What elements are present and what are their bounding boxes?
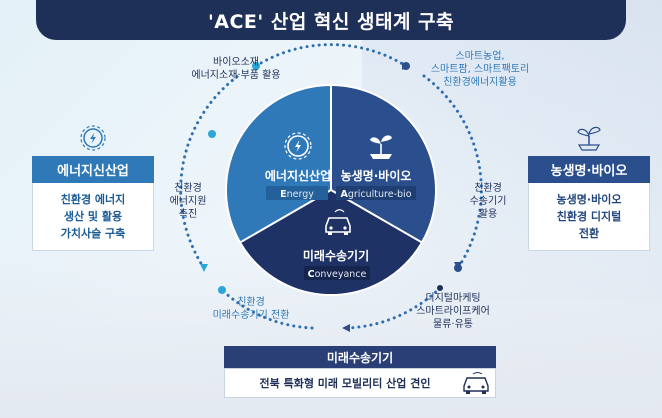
agri-title: 농생명·바이오 (341, 168, 412, 183)
energy-title: 에너지신산업 (265, 168, 331, 183)
agri-box-icon-wrap (528, 124, 650, 152)
orbit-arc-top (254, 43, 408, 68)
segment-energy (225, 84, 331, 243)
convey-box-text: 전북 특화형 미래 모빌리티 산업 견인 (259, 377, 431, 390)
energy-box-body: 친환경 에너지 생산 및 활용 가치사슬 구축 (32, 183, 154, 251)
orbit-arc-bottom-left (220, 288, 314, 330)
agri-box-line: 농생명·바이오 (556, 193, 622, 206)
annotation-bottom-right: 디지털마케팅 스마트라이프케어 물류·유통 (398, 292, 508, 331)
annotation-line: 스마트농업, (455, 51, 505, 62)
energy-box-heading: 에너지신산업 (32, 156, 154, 183)
agri-box-line: 전환 (578, 227, 600, 240)
convey-sub-bg (304, 266, 370, 280)
arrow-icon (402, 62, 410, 70)
annotation-mid-left: 친환경 에너지원 촉진 (164, 182, 212, 221)
annotation-line: 친환경 (237, 297, 265, 308)
convey-title: 미래수송기기 (303, 248, 369, 263)
orbit-dot (218, 286, 226, 294)
orbit-arc-right (422, 74, 483, 270)
annotation-line: 친환경에너지활용 (443, 77, 517, 88)
arrow-icon (342, 324, 350, 332)
agri-sub-bg (336, 186, 416, 200)
annotation-line: 디지털마케팅 (425, 293, 481, 304)
energy-box: 에너지신산업 친환경 에너지 생산 및 활용 가치사슬 구축 (32, 124, 154, 251)
title-banner: 'ACE' 산업 혁신 생태계 구축 (36, 0, 626, 40)
annotation-top-left: 바이오소재 에너지소재·부품 활용 (186, 56, 286, 82)
agri-subtitle: Agriculture-bio (340, 189, 411, 200)
annotation-line: 스마트라이프케어 (416, 306, 490, 317)
annotation-line: 에너지원 (169, 196, 207, 207)
orbit-arc-bottom-right (346, 286, 442, 330)
energy-gear-icon (80, 125, 106, 151)
energy-box-icon-wrap (32, 124, 154, 152)
energy-box-line: 친환경 에너지 (60, 193, 126, 206)
page-title: 'ACE' 산업 혁신 생태계 구축 (207, 10, 455, 33)
orbit-dot (252, 62, 260, 70)
annotation-line: 에너지소재·부품 활용 (191, 70, 281, 81)
orbit-ring (179, 43, 483, 330)
convey-box-body: 전북 특화형 미래 모빌리티 산업 견인 (224, 368, 496, 398)
agri-box: 농생명·바이오 농생명·바이오 친환경 디지털 전환 (528, 124, 650, 251)
annotation-line: 활용 (478, 209, 498, 220)
energy-box-line: 가치사슬 구축 (60, 227, 126, 240)
annotation-line: 바이오소재 (213, 57, 259, 68)
annotation-line: 미래수송기기 전환 (212, 310, 290, 321)
annotation-line: 스마트팜, 스마트팩토리 (430, 64, 530, 75)
annotation-top-right: 스마트농업, 스마트팜, 스마트팩토리 친환경에너지활용 (420, 50, 540, 89)
sprout-icon (370, 135, 392, 159)
orbit-arc-left (179, 74, 240, 270)
orbit-dot (208, 130, 216, 138)
agri-box-body: 농생명·바이오 친환경 디지털 전환 (528, 183, 650, 251)
energy-gear-icon (284, 132, 312, 160)
annotation-line: 수송기기 (469, 196, 507, 207)
arrow-icon (454, 262, 462, 270)
annotation-line: 친환경 (474, 183, 502, 194)
arrow-icon (200, 264, 208, 272)
car-icon (463, 372, 489, 394)
orbit-dot (437, 285, 443, 291)
agri-box-line: 친환경 디지털 (556, 210, 622, 223)
annotation-bottom-left: 친환경 미래수송기기 전환 (196, 296, 306, 322)
agri-box-heading: 농생명·바이오 (528, 156, 650, 183)
energy-subtitle: Energy (280, 189, 314, 200)
annotation-line: 촉진 (178, 209, 198, 220)
car-icon (325, 209, 351, 235)
convey-subtitle: Conveyance (308, 269, 367, 280)
annotation-line: 친환경 (174, 183, 202, 194)
energy-sub-bg (266, 186, 328, 200)
sprout-icon (577, 126, 601, 151)
convey-box-heading: 미래수송기기 (224, 346, 496, 368)
energy-box-line: 생산 및 활용 (63, 210, 123, 223)
segment-agri (331, 84, 437, 243)
annotation-mid-right: 친환경 수송기기 활용 (462, 182, 514, 221)
orbit-dots (200, 62, 462, 332)
annotation-line: 물류·유통 (433, 319, 473, 330)
